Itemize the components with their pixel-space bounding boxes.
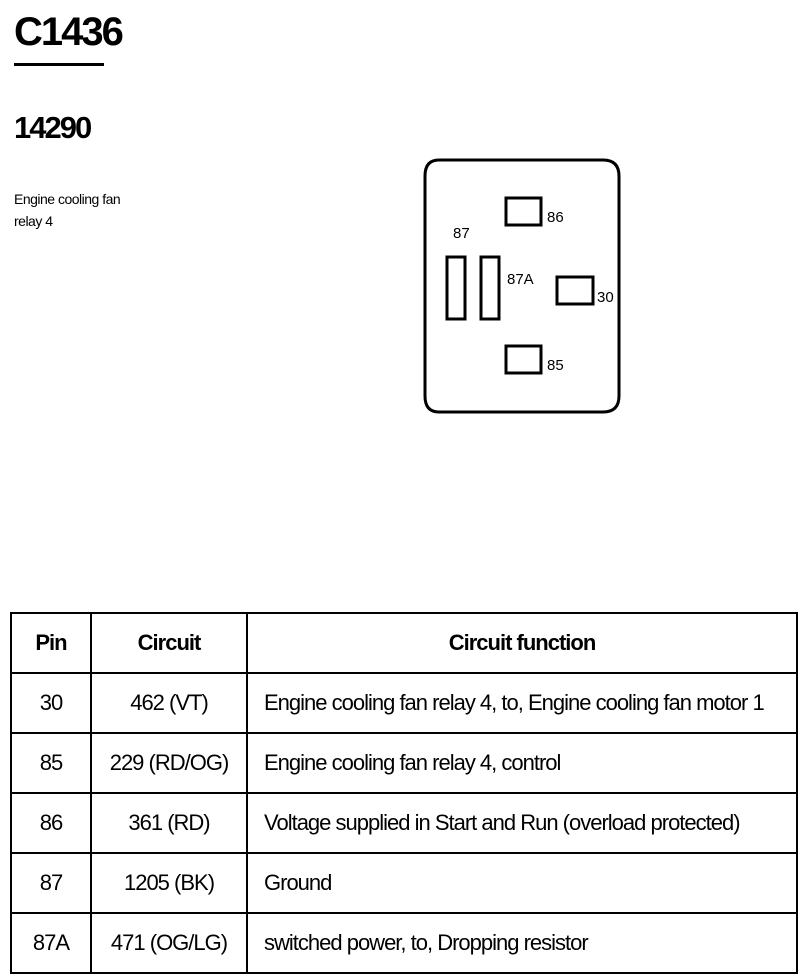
pin-label-86: 86: [547, 209, 564, 226]
cell-pin: 87A: [10, 912, 92, 974]
cell-function: switched power, to, Dropping resistor: [246, 912, 798, 974]
cell-circuit: 462 (VT): [90, 672, 248, 734]
cell-pin: 87: [10, 852, 92, 914]
relay-connector-face: 87 86 87A 30 85: [423, 158, 621, 414]
pin-label-87: 87: [453, 225, 470, 242]
cell-pin: 30: [10, 672, 92, 734]
cell-function: Engine cooling fan relay 4, control: [246, 732, 798, 794]
cell-function: Voltage supplied in Start and Run (overl…: [246, 792, 798, 854]
cell-pin: 86: [10, 792, 92, 854]
cell-circuit: 361 (RD): [90, 792, 248, 854]
cell-circuit: 1205 (BK): [90, 852, 248, 914]
cell-function: Ground: [246, 852, 798, 914]
header-circuit: Circuit: [90, 612, 248, 674]
table-row: 30 462 (VT) Engine cooling fan relay 4, …: [10, 672, 798, 734]
connector-id: C1436: [14, 10, 124, 54]
cell-circuit: 229 (RD/OG): [90, 732, 248, 794]
pin-label-87a: 87A: [507, 271, 534, 288]
table-row: 85 229 (RD/OG) Engine cooling fan relay …: [10, 732, 798, 794]
description-line: Engine cooling fan: [14, 191, 121, 207]
header-pin: Pin: [10, 612, 92, 674]
description-line: relay 4: [14, 213, 53, 229]
table-row: 86 361 (RD) Voltage supplied in Start an…: [10, 792, 798, 854]
table-row: 87A 471 (OG/LG) switched power, to, Drop…: [10, 912, 798, 974]
cell-function: Engine cooling fan relay 4, to, Engine c…: [246, 672, 798, 734]
terminal-85: [504, 344, 543, 375]
terminal-87a: [479, 255, 501, 321]
title-underline: [14, 63, 104, 66]
part-number: 14290: [14, 110, 92, 145]
terminal-30: [555, 275, 595, 306]
pin-circuit-table: Pin Circuit Circuit function 30 462 (VT)…: [10, 612, 798, 974]
terminal-87: [445, 255, 467, 321]
cell-pin: 85: [10, 732, 92, 794]
table-header-row: Pin Circuit Circuit function: [10, 612, 798, 674]
relay-housing-outline: [423, 158, 621, 414]
pin-label-85: 85: [547, 357, 564, 374]
connector-description: Engine cooling fan relay 4: [14, 188, 164, 232]
terminal-86: [504, 196, 543, 227]
header-circuit-function: Circuit function: [246, 612, 798, 674]
cell-circuit: 471 (OG/LG): [90, 912, 248, 974]
table-row: 87 1205 (BK) Ground: [10, 852, 798, 914]
pin-label-30: 30: [597, 289, 614, 306]
